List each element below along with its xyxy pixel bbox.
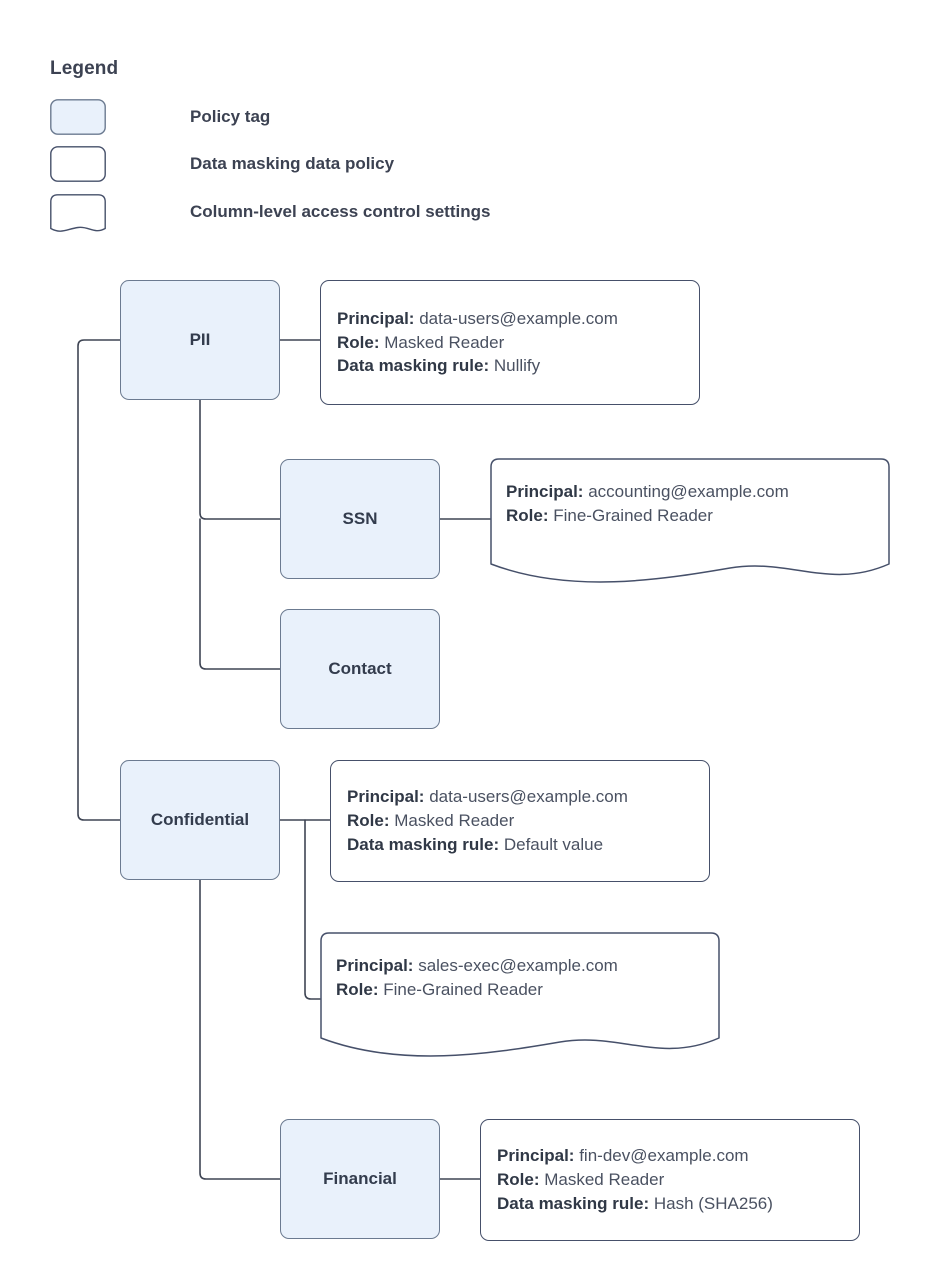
policy-key-role: Role: — [506, 505, 549, 525]
policy-key-masking-rule: Data masking rule: — [497, 1193, 650, 1213]
policy-line-role: Role: Masked Reader — [337, 331, 683, 355]
column-access-settings-ssn[interactable]: Principal: accounting@example.com Role: … — [490, 458, 890, 586]
policy-tag-label-confidential: Confidential — [150, 810, 250, 829]
policy-value-role: Masked Reader — [394, 811, 515, 831]
policy-tag-node-confidential[interactable]: Confidential — [120, 760, 280, 880]
column-access-settings-swatch-icon — [50, 194, 106, 232]
legend-label-policy-tag: Policy tag — [190, 107, 271, 126]
policy-line-masking-rule: Data masking rule: Hash (SHA256) — [497, 1192, 843, 1216]
policy-value-role: Fine-Grained Reader — [383, 979, 543, 999]
policy-line-principal: Principal: accounting@example.com — [506, 480, 789, 504]
policy-value-principal: fin-dev@example.com — [579, 1146, 749, 1166]
legend-label-data-masking-policy: Data masking data policy — [190, 154, 395, 173]
legend-item-data-masking-policy: Data masking data policy — [50, 146, 394, 182]
policy-value-principal: sales-exec@example.com — [418, 956, 618, 975]
legend-item-policy-tag: Policy tag — [50, 99, 270, 135]
policy-value-principal: data-users@example.com — [429, 787, 628, 807]
legend-title: Legend — [50, 58, 119, 79]
data-masking-policy-pii[interactable]: Principal: data-users@example.com Role: … — [320, 280, 700, 405]
policy-line-masking-rule: Data masking rule: Nullify — [337, 354, 683, 378]
policy-key-principal: Principal: — [497, 1146, 575, 1166]
policy-line-role: Role: Fine-Grained Reader — [336, 978, 618, 1002]
policy-tag-node-pii[interactable]: PII — [120, 280, 280, 400]
policy-tag-node-financial[interactable]: Financial — [280, 1119, 440, 1239]
policy-line-principal: Principal: data-users@example.com — [347, 785, 693, 809]
policy-key-role: Role: — [337, 332, 380, 352]
legend-label-column-access-settings: Column-level access control settings — [190, 202, 491, 221]
data-masking-policy-swatch-icon — [50, 146, 106, 182]
policy-tag-label-contact: Contact — [328, 659, 392, 678]
policy-key-role: Role: — [347, 811, 390, 831]
data-masking-policy-financial[interactable]: Principal: fin-dev@example.com Role: Mas… — [480, 1119, 860, 1241]
policy-tag-node-contact[interactable]: Contact — [280, 609, 440, 729]
policy-value-principal: data-users@example.com — [419, 308, 618, 328]
policy-key-principal: Principal: — [336, 956, 414, 975]
policy-key-role: Role: — [336, 979, 379, 999]
policy-tag-node-ssn[interactable]: SSN — [280, 459, 440, 579]
policy-tag-label-financial: Financial — [323, 1169, 397, 1188]
policy-value-role: Masked Reader — [544, 1170, 665, 1190]
policy-key-principal: Principal: — [347, 787, 425, 807]
policy-line-role: Role: Fine-Grained Reader — [506, 504, 789, 528]
policy-tag-label-pii: PII — [189, 330, 211, 349]
policy-line-principal: Principal: sales-exec@example.com — [336, 954, 618, 978]
policy-tag-swatch-icon — [50, 99, 106, 135]
data-masking-policy-confidential[interactable]: Principal: data-users@example.com Role: … — [330, 760, 710, 882]
policy-key-principal: Principal: — [337, 308, 415, 328]
policy-tag-label-ssn: SSN — [342, 509, 378, 528]
policy-value-principal: accounting@example.com — [588, 482, 789, 501]
policy-line-principal: Principal: data-users@example.com — [337, 307, 683, 331]
policy-value-masking-rule: Nullify — [493, 356, 541, 376]
policy-key-role: Role: — [497, 1170, 540, 1190]
legend-item-column-access-settings: Column-level access control settings — [50, 194, 491, 232]
policy-value-role: Masked Reader — [384, 332, 505, 352]
policy-value-masking-rule: Hash (SHA256) — [653, 1193, 773, 1213]
policy-line-role: Role: Masked Reader — [497, 1168, 843, 1192]
policy-key-masking-rule: Data masking rule: — [337, 356, 490, 376]
policy-line-principal: Principal: fin-dev@example.com — [497, 1144, 843, 1168]
policy-value-masking-rule: Default value — [503, 834, 604, 854]
policy-line-role: Role: Masked Reader — [347, 809, 693, 833]
policy-value-role: Fine-Grained Reader — [553, 505, 713, 525]
policy-line-masking-rule: Data masking rule: Default value — [347, 833, 693, 857]
policy-key-principal: Principal: — [506, 482, 584, 501]
column-access-settings-confidential[interactable]: Principal: sales-exec@example.com Role: … — [320, 932, 720, 1060]
policy-key-masking-rule: Data masking rule: — [347, 834, 500, 854]
